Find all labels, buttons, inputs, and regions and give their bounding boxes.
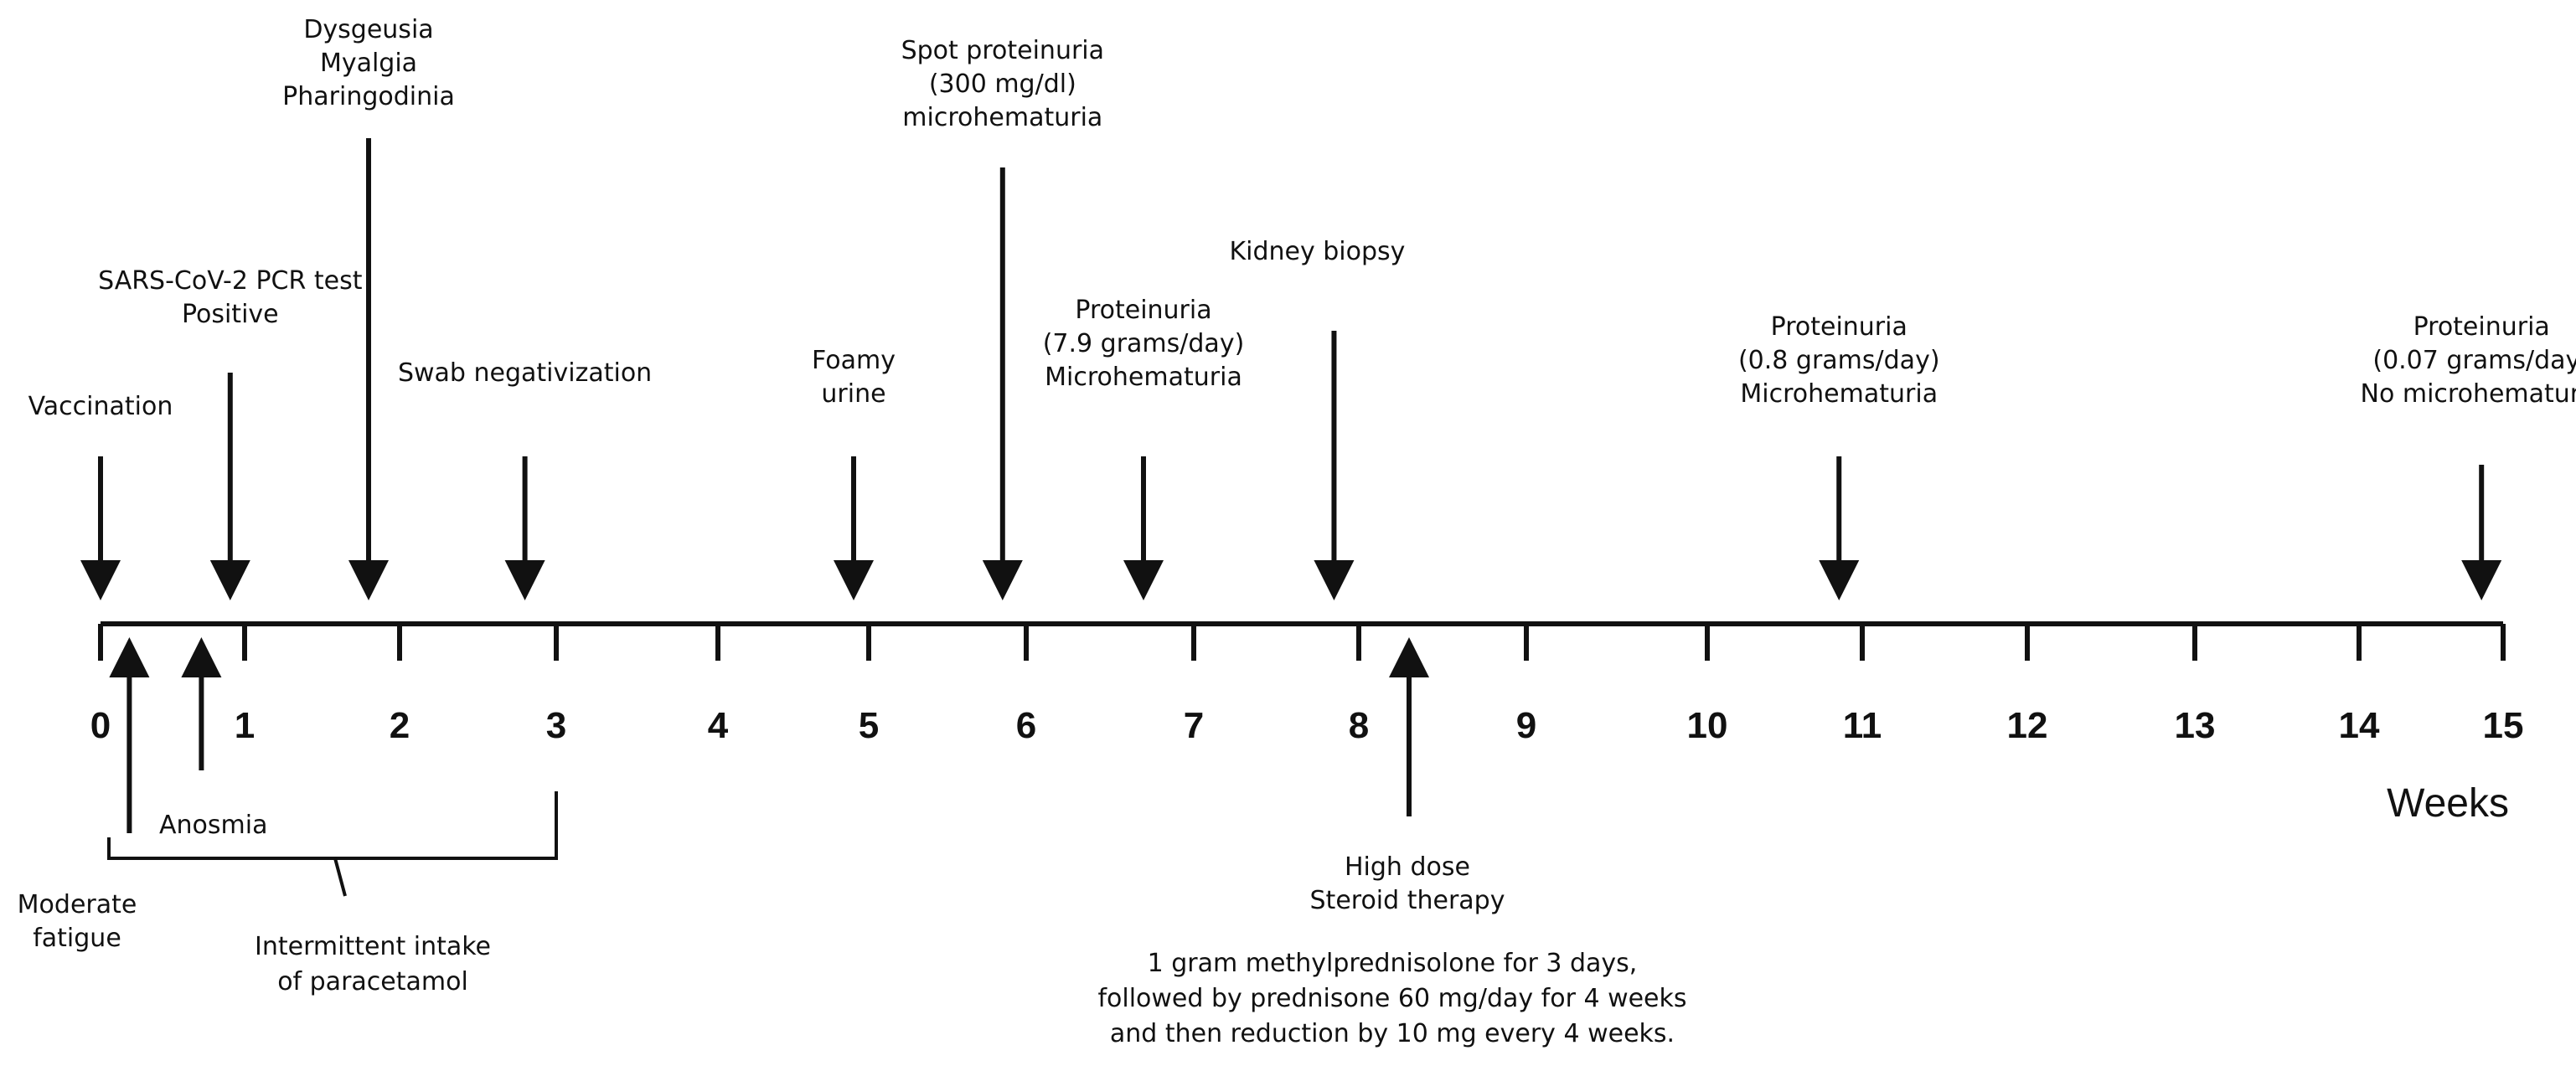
event-label-line: High dose [1345, 852, 1470, 882]
tick-label: 12 [2007, 705, 2048, 746]
tick-label: 0 [90, 705, 111, 746]
event-spot-proteinuria: Spot proteinuria (300 mg/dl) microhematuri… [901, 36, 1104, 600]
tick-label: 1 [235, 705, 255, 746]
tick-label: 11 [1843, 705, 1882, 746]
event-label-line: Microhematuria [1740, 379, 1938, 409]
event-label-line: Microhematuria [1045, 363, 1242, 392]
tick-label: 10 [1687, 705, 1728, 746]
tick-label: 9 [1516, 705, 1536, 746]
event-label-line: Spot proteinuria [901, 36, 1104, 65]
event-label-line: Dysgeusia [303, 15, 433, 44]
event-label-line: Myalgia [320, 49, 417, 78]
steroid-regimen-note: 1 gram methylprednisolone for 3 days, fol… [1097, 949, 1686, 1048]
axis-unit-label: Weeks [2387, 781, 2509, 826]
tick-label: 7 [1184, 705, 1204, 746]
tick-label: 14 [2339, 705, 2380, 746]
tick-label: 6 [1016, 705, 1036, 746]
tick-label: 4 [708, 705, 729, 746]
paracetamol-label-line: of paracetamol [277, 967, 468, 996]
event-kidney-biopsy: Kidney biopsy [1229, 237, 1405, 600]
event-swab-negativization: Swab negativization [398, 358, 652, 600]
event-label-line: Steroid therapy [1310, 886, 1505, 915]
event-anosmia: Anosmia [159, 637, 267, 840]
event-label-line: Proteinuria [2413, 312, 2550, 342]
event-moderate-fatigue: Moderate fatigue [18, 637, 150, 953]
tick-label: 5 [859, 705, 879, 746]
event-foamy-urine: Foamy urine [812, 346, 896, 600]
event-label-line: Proteinuria [1075, 296, 1211, 325]
event-label-line: Pharingodinia [282, 82, 455, 111]
tick-label: 13 [2175, 705, 2216, 746]
paracetamol-label-line: Intermittent intake [255, 932, 491, 961]
event-label-line: SARS-CoV-2 PCR test [98, 266, 363, 296]
regimen-line-line: 1 gram methylprednisolone for 3 days, [1148, 949, 1638, 978]
regimen-line-line: and then reduction by 10 mg every 4 week… [1110, 1019, 1675, 1048]
event-label-line: (300 mg/dl) [929, 70, 1076, 99]
bracket-line [107, 791, 558, 860]
event-label-line: Positive [182, 300, 279, 329]
tick-label: 2 [390, 705, 410, 746]
event-label-line: Proteinuria [1771, 312, 1907, 342]
bracket-pointer [333, 857, 347, 897]
event-label-line: Anosmia [159, 811, 267, 840]
event-label-line: Kidney biopsy [1229, 237, 1405, 266]
event-label-line: No microhematuria [2361, 379, 2576, 409]
tick-label: 15 [2483, 705, 2524, 746]
tick-label: 8 [1349, 705, 1369, 746]
event-label-line: Moderate [18, 890, 137, 919]
event-proteinuria-0-8: Proteinuria (0.8 grams/day) Microhematuria [1738, 312, 1940, 600]
event-label-line: (0.8 grams/day) [1738, 346, 1940, 375]
event-label-line: Swab negativization [398, 358, 652, 388]
event-proteinuria-7-9: Proteinuria (7.9 grams/day) Microhematuria [1043, 296, 1245, 600]
event-label-line: microhematuria [902, 103, 1102, 132]
event-label-line: Vaccination [28, 392, 173, 421]
event-vaccination: Vaccination [28, 392, 173, 600]
paracetamol-bracket: Intermittent intake of paracetamol [107, 791, 558, 996]
tick-label: 3 [546, 705, 566, 746]
event-label-line: fatigue [33, 924, 121, 953]
event-proteinuria-0-07: Proteinuria (0.07 grams/day) No microhemat… [2361, 312, 2576, 600]
event-label-line: Foamy [812, 346, 896, 375]
event-label-line: urine [821, 379, 885, 409]
event-label-line: (7.9 grams/day) [1043, 329, 1245, 358]
regimen-line-line: followed by prednisone 60 mg/day for 4 w… [1097, 984, 1686, 1013]
event-label-line: (0.07 grams/day) [2372, 346, 2576, 375]
